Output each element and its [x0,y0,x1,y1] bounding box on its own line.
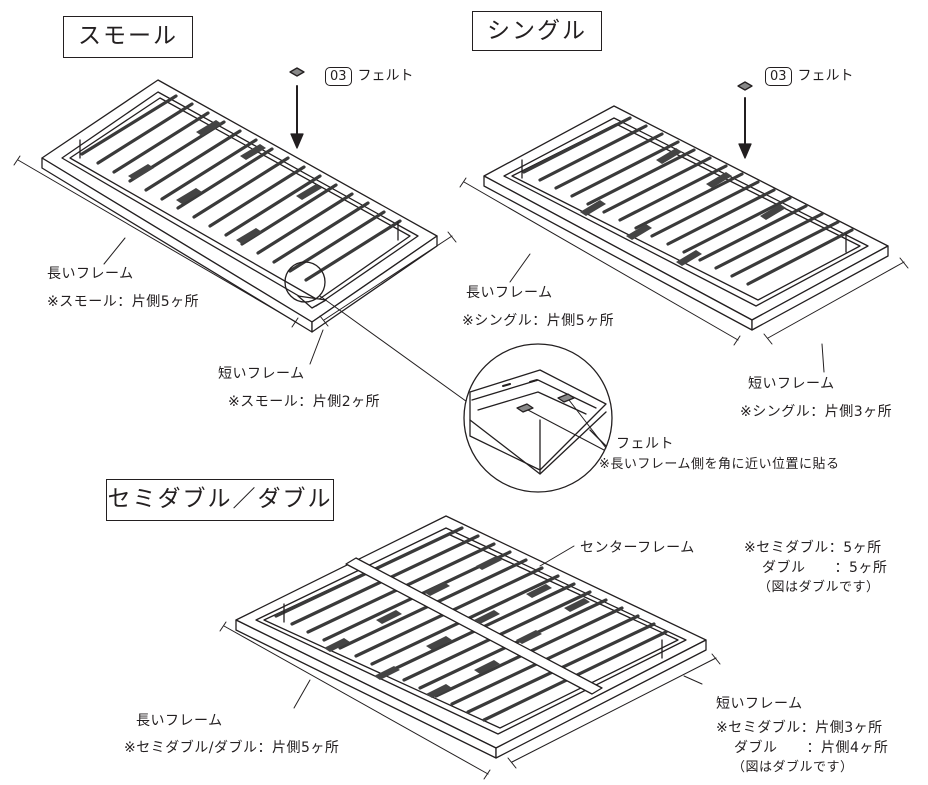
felt-detail-magnified [463,343,613,493]
double-bed-frame [235,515,707,759]
part-number-badge: 03 [325,67,352,86]
single-bed-frame [483,105,889,331]
double-short-frame-label: 短いフレーム [716,696,803,712]
single-felt-arrow [737,81,753,159]
small-long-frame-count: ※スモール：片側5ヶ所 [47,294,200,310]
single-short-frame-count: ※シングル：片側3ヶ所 [740,404,893,420]
detail-placement-note: ※長いフレーム側を角に近い位置に貼る [599,457,840,472]
single-part-label: 03 フェルト [765,66,854,86]
detail-felt-label: フェルト [616,436,674,452]
small-bed-frame [41,79,438,333]
small-long-frame-label: 長いフレーム [47,266,134,282]
double-short-frame-double-count: ダブル ：片側4ヶ所 [734,740,889,756]
double-long-frame-count: ※セミダブル/ダブル：片側5ヶ所 [124,740,340,756]
center-frame-label: センターフレーム [580,540,695,556]
single-long-frame-label: 長いフレーム [466,285,553,301]
single-title: シングル [472,11,602,51]
center-frame-double-count: ダブル ：5ヶ所 [762,560,888,576]
callout-leader-line [319,295,471,405]
small-corner-callout [284,261,326,303]
small-title: スモール [63,16,193,58]
small-short-frame-label: 短いフレーム [218,366,305,382]
part-number-badge: 03 [765,67,792,86]
single-long-frame-count: ※シングル：片側5ヶ所 [462,313,615,329]
single-short-frame-label: 短いフレーム [748,376,835,392]
small-dimension-lines [13,155,457,365]
felt-pointer-lines [527,399,607,451]
center-frame-note: （図はダブルです） [758,580,880,595]
double-long-frame-label: 長いフレーム [136,713,223,729]
double-dimension-lines [219,545,721,780]
center-frame-semi-count: ※セミダブル：5ヶ所 [744,540,882,556]
double-short-frame-semi-count: ※セミダブル：片側3ヶ所 [716,720,883,736]
part-name: フェルト [357,68,414,84]
single-dimension-lines [459,177,909,373]
part-name: フェルト [797,68,854,84]
small-felt-arrow [289,67,305,149]
small-short-frame-count: ※スモール：片側2ヶ所 [228,394,381,410]
double-short-frame-note: （図はダブルです） [732,760,854,775]
small-part-label: 03 フェルト [325,66,414,86]
semi-double-title: セミダブル／ダブル [106,479,334,521]
